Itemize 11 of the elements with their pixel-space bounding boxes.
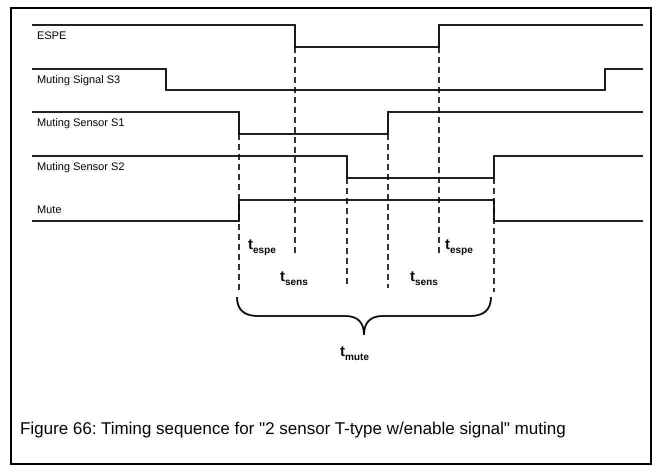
timing-label: t$_{espe}$ <box>445 236 473 256</box>
signal-name: Muting Sensor S2 <box>37 161 124 173</box>
timing-label: t$_{sens}$ <box>280 268 308 288</box>
signal-name: Muting Sensor S1 <box>37 117 124 129</box>
signal-name: Muting Signal S3 <box>37 74 120 86</box>
signal-name: Mute <box>37 204 62 216</box>
timing-label: t$_{sens}$ <box>410 268 438 288</box>
timing-label: t$_{espe}$ <box>248 236 276 256</box>
figure-caption: Figure 66: Timing sequence for "2 sensor T-type w/enable signal" muting <box>20 418 567 439</box>
signal-name: ESPE <box>37 30 66 42</box>
timing-label: t$_{mute}$ <box>340 343 369 363</box>
